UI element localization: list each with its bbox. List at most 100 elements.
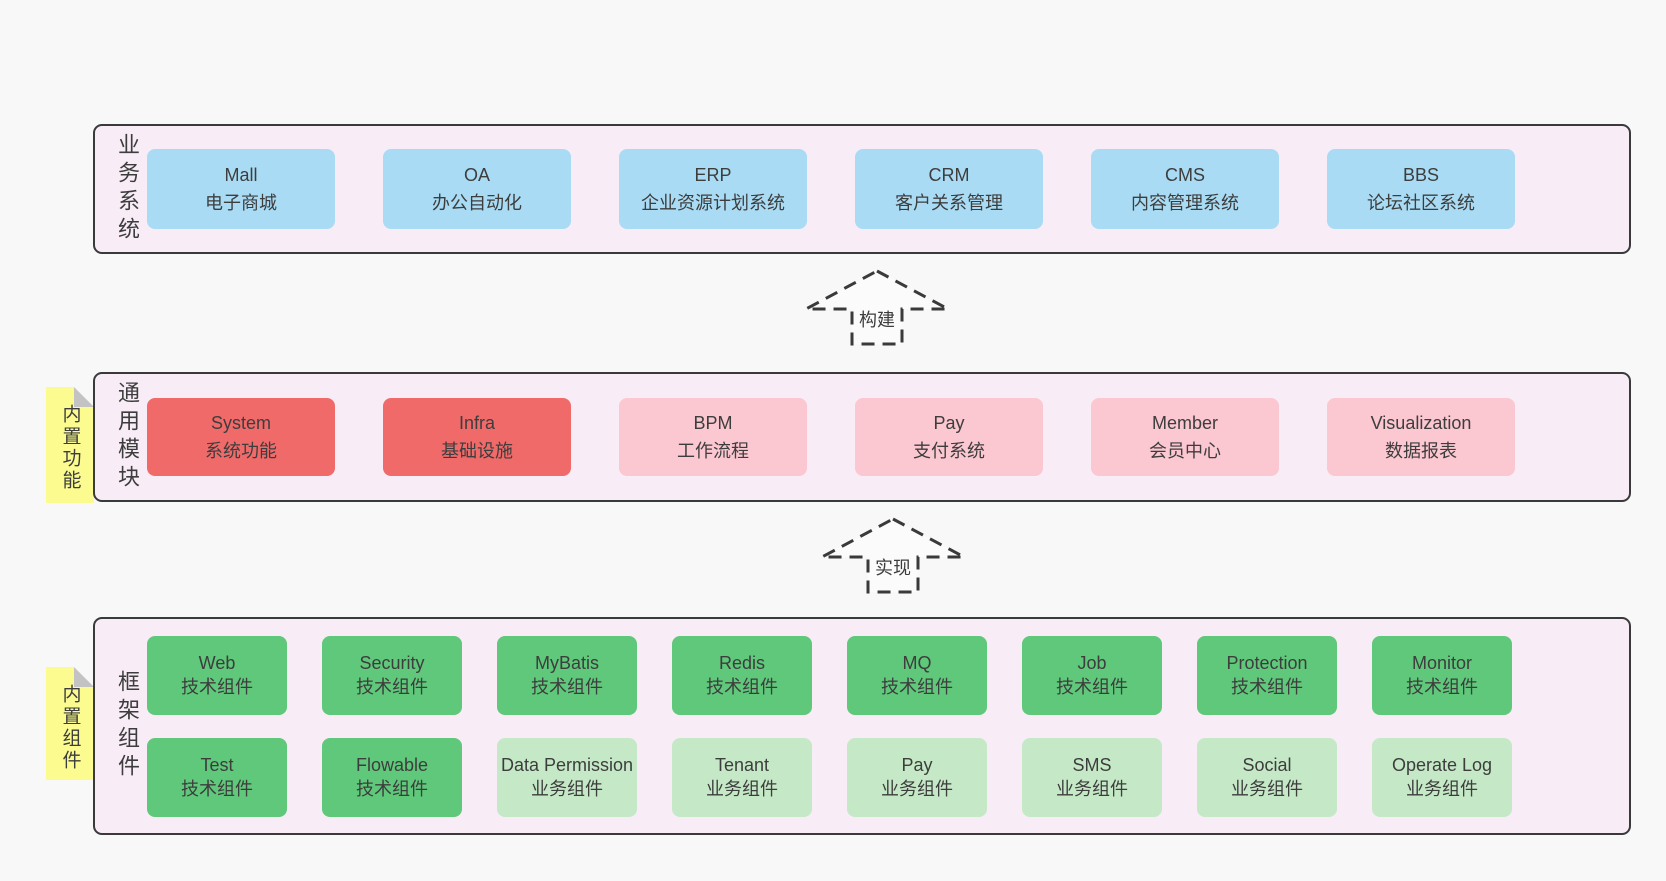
box-subtitle: 业务组件 bbox=[1231, 779, 1303, 799]
box-subtitle: 企业资源计划系统 bbox=[641, 193, 785, 213]
box-social: Social 业务组件 bbox=[1197, 737, 1337, 817]
box-title: OA bbox=[463, 165, 490, 185]
box-title: Redis bbox=[718, 653, 766, 673]
box-cms: CMS 内容管理系统 bbox=[1091, 149, 1279, 229]
box-subtitle: 论坛社区系统 bbox=[1367, 193, 1475, 213]
box-subtitle: 技术组件 bbox=[181, 779, 253, 799]
components-grid: Web 技术组件 Security 技术组件 MyBatis 技术组件 Redi… bbox=[147, 635, 1512, 817]
panel-title-common-modules: 通用模块 bbox=[115, 381, 140, 493]
box-title: SMS bbox=[1072, 755, 1112, 775]
box-title: Visualization bbox=[1370, 413, 1472, 433]
box-infra: Infra 基础设施 bbox=[383, 398, 571, 476]
box-subtitle: 电子商城 bbox=[205, 193, 277, 213]
box-oa: OA 办公自动化 bbox=[383, 149, 571, 229]
folded-corner-icon bbox=[74, 387, 94, 407]
box-flowable: Flowable 技术组件 bbox=[322, 737, 462, 817]
box-title: CMS bbox=[1165, 165, 1205, 185]
box-title: ERP bbox=[694, 165, 732, 185]
box-data-permission: Data Permission 业务组件 bbox=[497, 737, 637, 817]
box-subtitle: 业务组件 bbox=[1406, 779, 1478, 799]
sticky-note-builtin-features: 内置功能 bbox=[46, 387, 94, 503]
box-subtitle: 业务组件 bbox=[706, 779, 778, 799]
box-subtitle: 技术组件 bbox=[1406, 677, 1478, 697]
box-subtitle: 业务组件 bbox=[881, 779, 953, 799]
box-subtitle: 会员中心 bbox=[1149, 441, 1221, 461]
box-subtitle: 技术组件 bbox=[1056, 677, 1128, 697]
box-title: Operate Log bbox=[1391, 755, 1493, 775]
box-title: Job bbox=[1077, 653, 1107, 673]
box-subtitle: 工作流程 bbox=[677, 441, 749, 461]
box-title: Tenant bbox=[714, 755, 770, 775]
box-erp: ERP 企业资源计划系统 bbox=[619, 149, 807, 229]
box-test: Test 技术组件 bbox=[147, 737, 287, 817]
arrow-label-build: 构建 bbox=[858, 310, 896, 330]
box-subtitle: 数据报表 bbox=[1385, 441, 1457, 461]
box-operate-log: Operate Log 业务组件 bbox=[1372, 737, 1512, 817]
box-title: Flowable bbox=[355, 755, 429, 775]
box-subtitle: 技术组件 bbox=[531, 677, 603, 697]
box-subtitle: 办公自动化 bbox=[432, 193, 522, 213]
box-subtitle: 基础设施 bbox=[441, 441, 513, 461]
panel-title-business-systems: 业务系统 bbox=[115, 133, 140, 245]
panel-framework-components: 框架组件 Web 技术组件 Security 技术组件 MyBatis 技术组件… bbox=[93, 617, 1631, 835]
box-title: Test bbox=[200, 755, 234, 775]
box-redis: Redis 技术组件 bbox=[672, 635, 812, 715]
box-title: BBS bbox=[1402, 165, 1440, 185]
box-sms: SMS 业务组件 bbox=[1022, 737, 1162, 817]
box-monitor: Monitor 技术组件 bbox=[1372, 635, 1512, 715]
box-bbs: BBS 论坛社区系统 bbox=[1327, 149, 1515, 229]
dashed-up-arrow-icon bbox=[805, 269, 949, 346]
box-pay-module: Pay 支付系统 bbox=[855, 398, 1043, 476]
box-mybatis: MyBatis 技术组件 bbox=[497, 635, 637, 715]
box-title: CRM bbox=[928, 165, 970, 185]
panel-business-systems: 业务系统 Mall 电子商城 OA 办公自动化 ERP 企业资源计划系统 CRM… bbox=[93, 124, 1631, 254]
box-web: Web 技术组件 bbox=[147, 635, 287, 715]
box-crm: CRM 客户关系管理 bbox=[855, 149, 1043, 229]
box-title: Security bbox=[359, 653, 425, 673]
box-subtitle: 业务组件 bbox=[1056, 779, 1128, 799]
box-title: MQ bbox=[902, 653, 932, 673]
box-subtitle: 业务组件 bbox=[531, 779, 603, 799]
box-subtitle: 技术组件 bbox=[881, 677, 953, 697]
sticky-note-label: 内置功能 bbox=[59, 404, 81, 492]
box-subtitle: 系统功能 bbox=[205, 441, 277, 461]
box-subtitle: 客户关系管理 bbox=[895, 193, 1003, 213]
box-title: Web bbox=[198, 653, 236, 673]
box-subtitle: 技术组件 bbox=[706, 677, 778, 697]
components-row-1: Web 技术组件 Security 技术组件 MyBatis 技术组件 Redi… bbox=[147, 635, 1512, 715]
box-title: MyBatis bbox=[534, 653, 599, 673]
folded-corner-icon bbox=[74, 667, 94, 687]
business-box-row: Mall 电子商城 OA 办公自动化 ERP 企业资源计划系统 CRM 客户关系… bbox=[147, 149, 1515, 229]
dashed-up-arrow-icon bbox=[821, 517, 965, 594]
sticky-note-label: 内置组件 bbox=[59, 684, 81, 772]
box-mq: MQ 技术组件 bbox=[847, 635, 987, 715]
box-title: Social bbox=[1242, 755, 1292, 775]
arrow-label-implement: 实现 bbox=[874, 558, 912, 578]
box-subtitle: 技术组件 bbox=[181, 677, 253, 697]
box-subtitle: 内容管理系统 bbox=[1131, 193, 1239, 213]
sticky-note-builtin-components: 内置组件 bbox=[46, 667, 94, 780]
box-title: Pay bbox=[901, 755, 933, 775]
modules-box-row: System 系统功能 Infra 基础设施 BPM 工作流程 Pay 支付系统… bbox=[147, 398, 1515, 476]
box-subtitle: 技术组件 bbox=[356, 677, 428, 697]
box-title: Pay bbox=[933, 413, 965, 433]
box-security: Security 技术组件 bbox=[322, 635, 462, 715]
box-pay-component: Pay 业务组件 bbox=[847, 737, 987, 817]
box-title: BPM bbox=[693, 413, 733, 433]
box-title: Monitor bbox=[1411, 653, 1473, 673]
box-system: System 系统功能 bbox=[147, 398, 335, 476]
box-subtitle: 技术组件 bbox=[356, 779, 428, 799]
box-title: System bbox=[210, 413, 271, 433]
box-job: Job 技术组件 bbox=[1022, 635, 1162, 715]
box-visualization: Visualization 数据报表 bbox=[1327, 398, 1515, 476]
box-title: Infra bbox=[458, 413, 496, 433]
box-title: Mall bbox=[224, 165, 258, 185]
components-row-2: Test 技术组件 Flowable 技术组件 Data Permission … bbox=[147, 737, 1512, 817]
box-title: Data Permission bbox=[500, 755, 634, 775]
box-subtitle: 支付系统 bbox=[913, 441, 985, 461]
arrow-build-up: 构建 bbox=[802, 268, 952, 346]
box-bpm: BPM 工作流程 bbox=[619, 398, 807, 476]
box-protection: Protection 技术组件 bbox=[1197, 635, 1337, 715]
box-subtitle: 技术组件 bbox=[1231, 677, 1303, 697]
panel-common-modules: 通用模块 System 系统功能 Infra 基础设施 BPM 工作流程 Pay… bbox=[93, 372, 1631, 502]
